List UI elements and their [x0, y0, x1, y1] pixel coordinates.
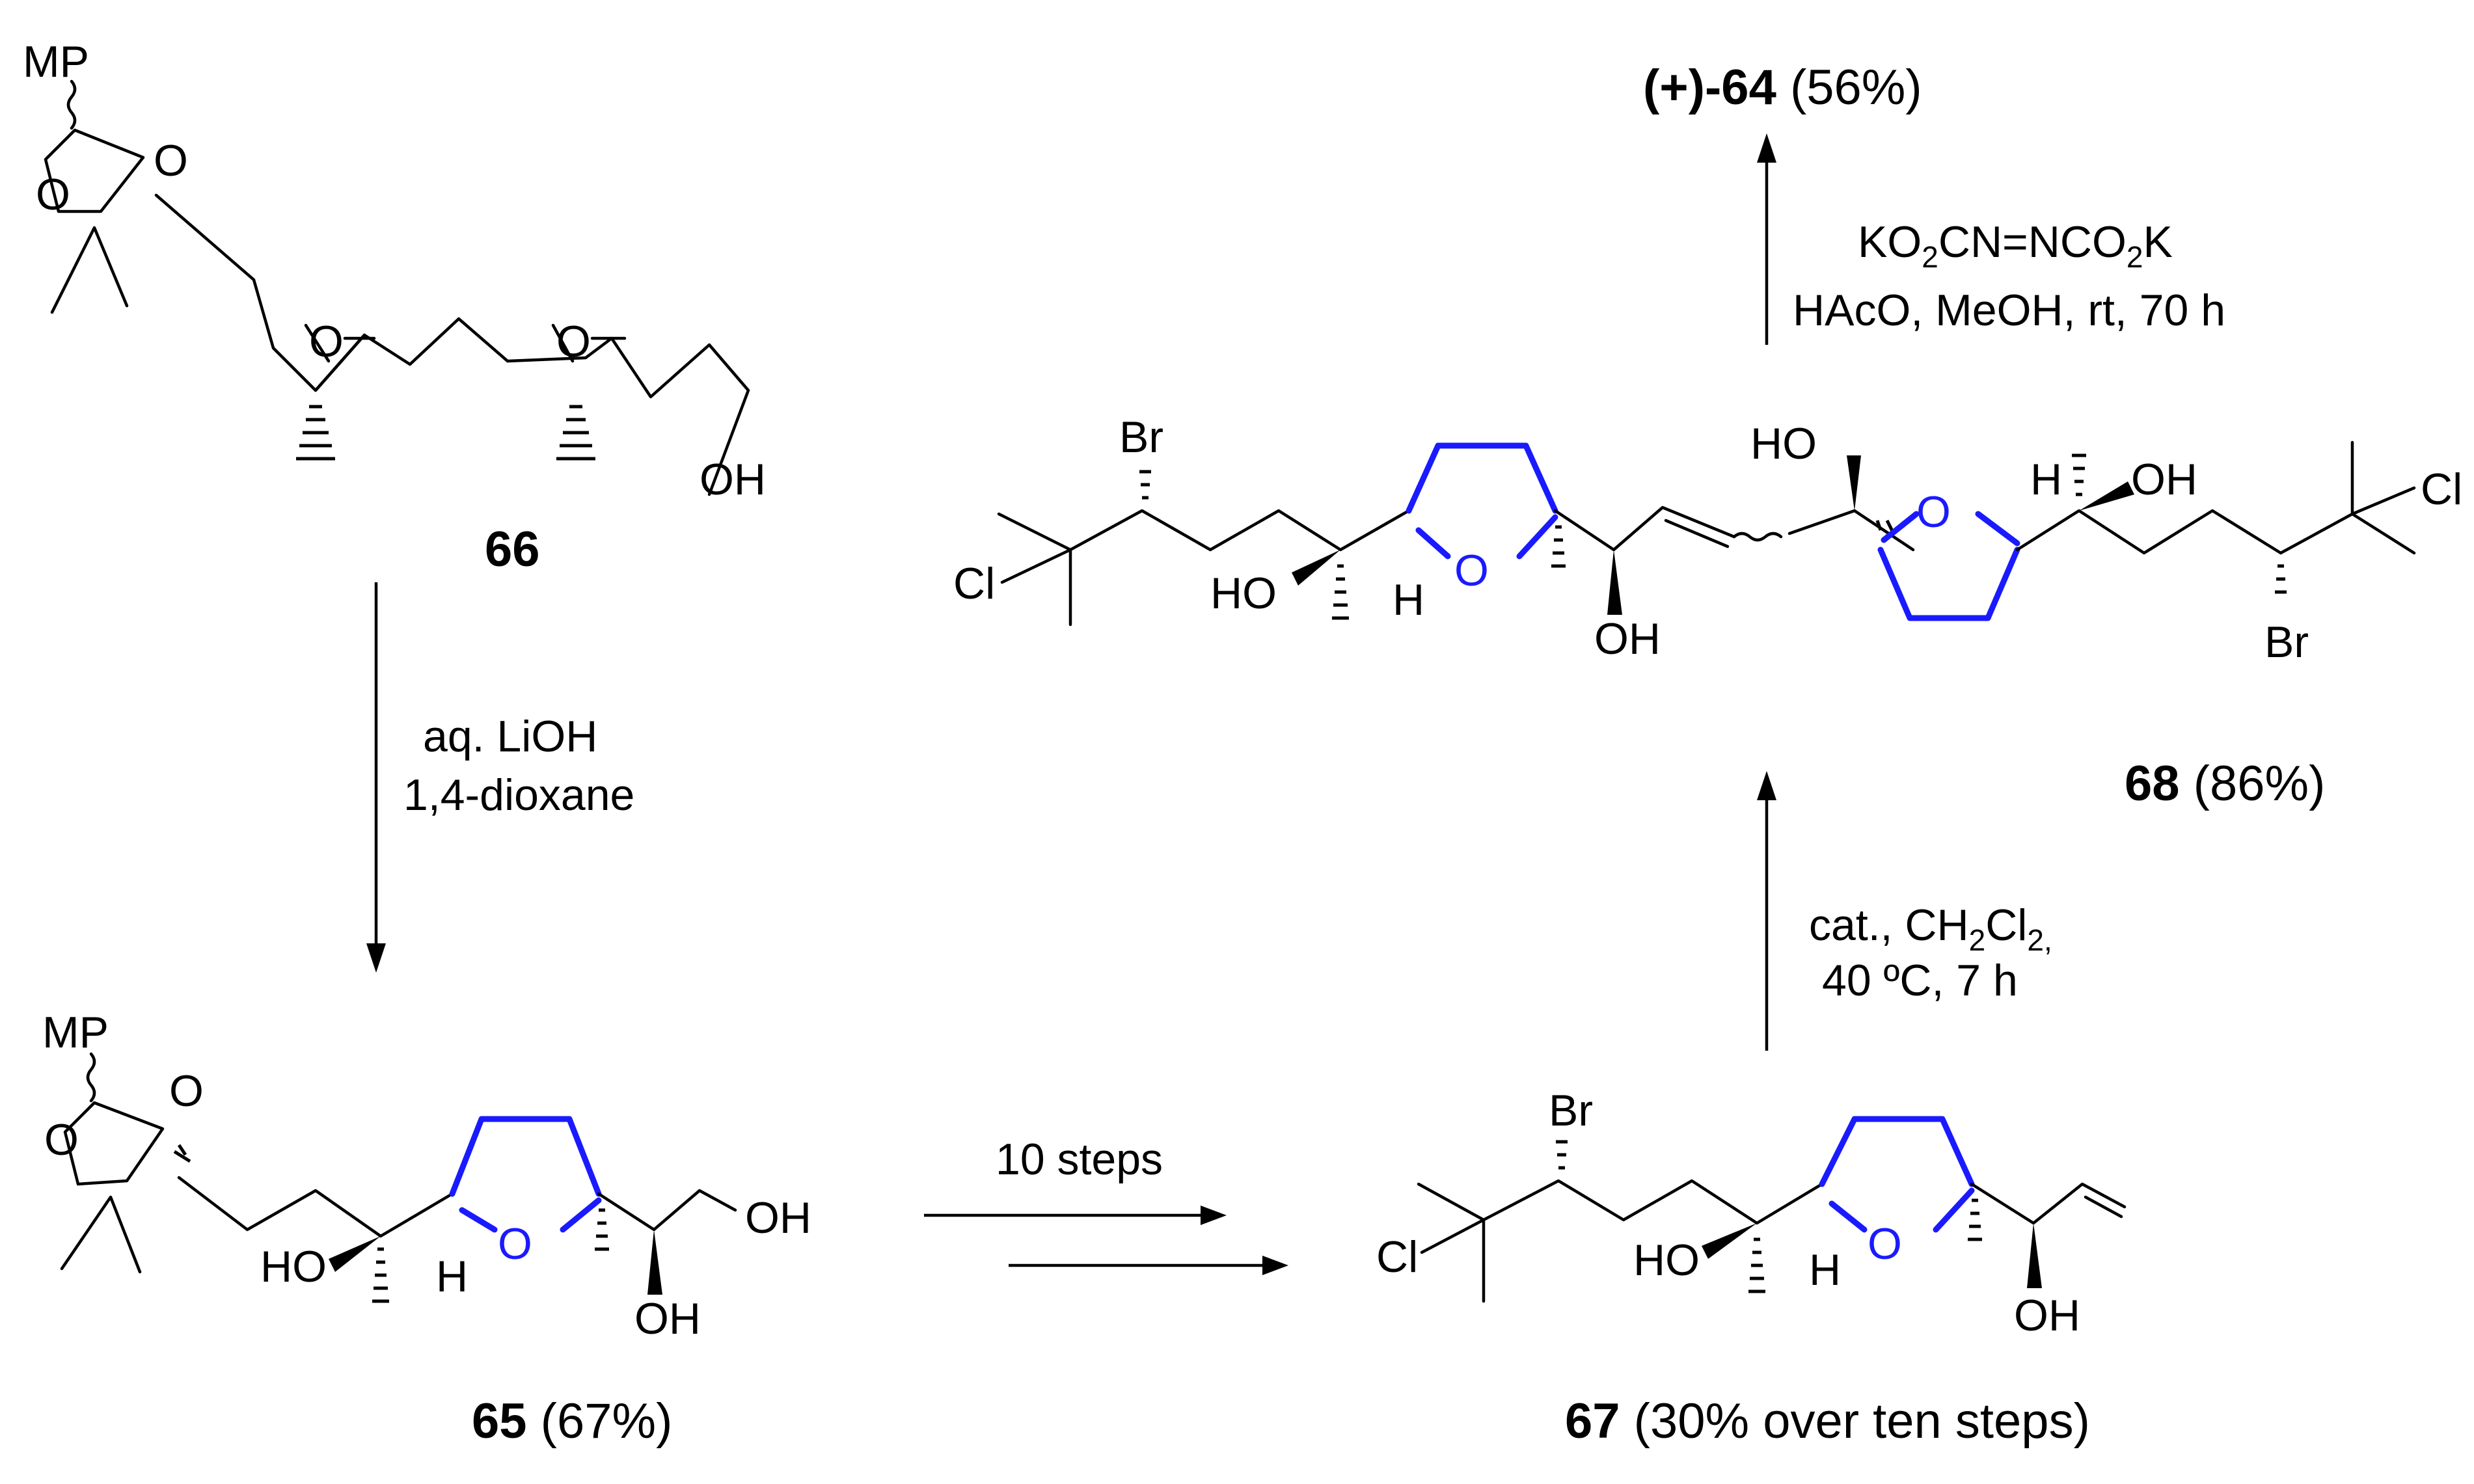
cond-step1-line2: 1,4-dioxane [403, 770, 634, 820]
label-68: 68 (86%) [2125, 756, 2325, 811]
oh-65-terminal: OH [745, 1193, 811, 1243]
compound-66: MP O O O O OH 66 [23, 37, 766, 577]
oh-67: OH [2014, 1291, 2080, 1340]
arrow-66-to-65: aq. LiOH 1,4-dioxane [366, 582, 634, 973]
thf-o-67: O [1868, 1219, 1902, 1269]
label-64: (+)-64 (56%) [1643, 60, 1922, 115]
arrow-68-to-64: KO2CN=NCO2K HAcO, MeOH, rt, 70 h [1757, 133, 2225, 345]
compound-67: Br Cl O HO H OH 67 (30% over ten steps) [1376, 1086, 2127, 1449]
arrow-67-to-68: cat., CH2Cl2, 40 ºC, 7 h [1757, 771, 2052, 1051]
cond-step3-line1: cat., CH2Cl2, [1809, 900, 2052, 957]
ho-68: HO [1210, 569, 1277, 618]
compound-64: (+)-64 (56%) [1643, 60, 1922, 115]
cond-step2: 10 steps [996, 1135, 1163, 1184]
h-67: H [1809, 1245, 1841, 1295]
thf-o-68-right: O [1916, 487, 1951, 537]
dioxolane-o2: O [36, 170, 70, 219]
br-67: Br [1549, 1086, 1593, 1135]
br-68-right: Br [2264, 617, 2309, 667]
cl-67: Cl [1376, 1232, 1418, 1282]
dioxolane-o1-65: O [169, 1066, 204, 1116]
oh-68-middle-lower: OH [1594, 614, 1661, 664]
br-68-left: Br [1119, 412, 1163, 462]
oh-68-right: OH [2131, 455, 2197, 504]
h-68-left: H [1393, 575, 1424, 625]
mp-label: MP [23, 37, 89, 87]
dioxolane-o1: O [154, 136, 188, 185]
label-65: 65 (67%) [472, 1394, 672, 1449]
cond-step3-line2: 40 ºC, 7 h [1822, 956, 2018, 1005]
cond-step4-line2: HAcO, MeOH, rt, 70 h [1793, 286, 2225, 335]
cl-68-left: Cl [953, 559, 995, 608]
label-66: 66 [485, 522, 540, 577]
cond-step4-line1: KO2CN=NCO2K [1858, 217, 2173, 274]
compound-65: MP O O O HO H OH OH 65 (67%) [42, 1008, 811, 1449]
label-67: 67 (30% over ten steps) [1565, 1394, 2090, 1449]
thf-o-65: O [498, 1219, 532, 1269]
thf-o-68-left: O [1454, 546, 1489, 595]
ho-67: HO [1633, 1235, 1700, 1285]
cond-step1-line1: aq. LiOH [423, 712, 597, 761]
dioxolane-o2-65: O [44, 1115, 79, 1165]
oh-65-lower: OH [634, 1294, 701, 1343]
h-65: H [436, 1252, 468, 1301]
arrow-65-to-67: 10 steps [924, 1135, 1288, 1275]
ho-68-middle-upper: HO [1750, 419, 1817, 468]
compound-68: Br Cl O HO H OH HO O [953, 412, 2462, 811]
h-68-right: H [2030, 455, 2062, 504]
ho-65: HO [260, 1242, 327, 1291]
mp-label-65: MP [42, 1008, 109, 1057]
oh-66: OH [700, 455, 766, 504]
cl-68-right: Cl [2421, 465, 2462, 514]
